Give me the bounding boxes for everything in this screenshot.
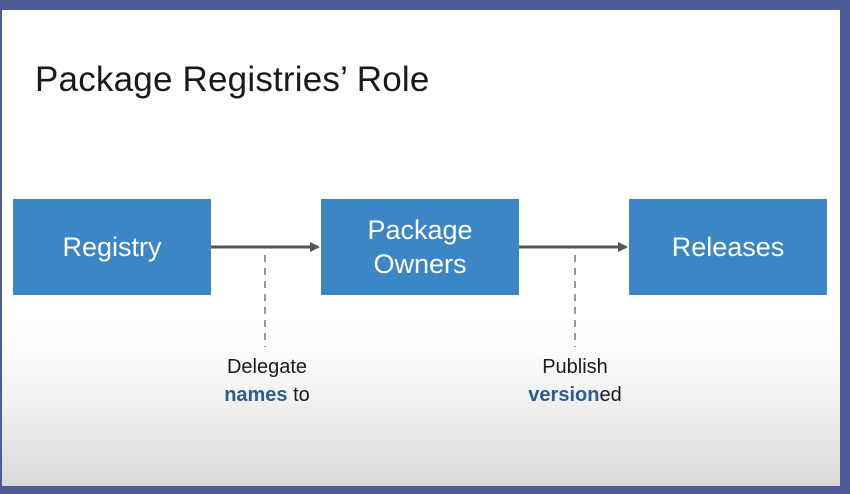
edge-label-delegate-line2: names to (207, 381, 327, 409)
edge-label-publish-highlight: versio (528, 384, 588, 406)
edge-label-publish-line2: versioned (510, 381, 640, 409)
edge-label-delegate-rest: to (287, 384, 310, 406)
node-releases-label: Releases (671, 232, 785, 262)
slide: Package Registries’ Role Registry Packag… (2, 10, 840, 486)
edge-label-publish-line1: Publish (542, 356, 608, 378)
node-package-owners-label: Package Owners (367, 215, 473, 279)
edge-label-delegate: Delegate names to (207, 353, 327, 409)
edge-label-publish-highlight-b: n (587, 384, 600, 406)
edge-label-delegate-highlight: names (224, 384, 288, 406)
edge-label-publish: Publish versioned (510, 353, 640, 409)
slide-title: Package Registries’ Role (35, 60, 430, 99)
edge-label-publish-rest: ed (599, 384, 622, 406)
node-package-owners: Package Owners (321, 199, 519, 295)
node-registry-label: Registry (62, 232, 162, 262)
edge-label-delegate-line1: Delegate (226, 356, 308, 378)
node-releases: Releases (629, 199, 827, 295)
connectors (211, 242, 628, 347)
node-registry: Registry (13, 199, 211, 295)
